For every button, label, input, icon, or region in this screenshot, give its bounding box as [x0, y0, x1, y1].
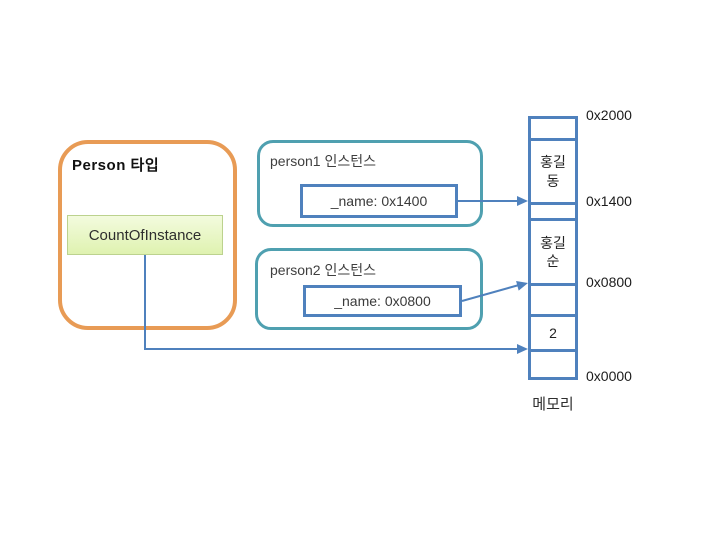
- memory-caption: 메모리: [532, 396, 574, 413]
- person1-instance-title: person1 인스턴스: [270, 153, 377, 169]
- memory-address-label: 0x0800: [586, 274, 632, 290]
- person1-name-value: _name: 0x1400: [330, 193, 428, 209]
- memory-column: 홍길 동 홍길 순 2: [528, 116, 578, 380]
- person2-name-value: _name: 0x0800: [334, 293, 431, 309]
- memory-cell: 홍길 순: [528, 218, 578, 286]
- count-of-instance-box: CountOfInstance: [67, 215, 223, 255]
- arrowhead-icon: [517, 196, 528, 206]
- memory-cell: [528, 283, 578, 317]
- person2-name-field: _name: 0x0800: [303, 285, 462, 317]
- memory-address-label: 0x2000: [586, 107, 632, 123]
- person2-instance-title: person2 인스턴스: [270, 262, 377, 278]
- arrowhead-icon: [517, 344, 528, 354]
- memory-address-label: 0x0000: [586, 368, 632, 384]
- memory-cell: [528, 349, 578, 380]
- person-type-title: Person 타입: [72, 157, 160, 174]
- memory-cell: 2: [528, 314, 578, 352]
- person1-name-field: _name: 0x1400: [300, 184, 458, 218]
- count-of-instance-label: CountOfInstance: [88, 226, 202, 244]
- memory-cell: 홍길 동: [528, 138, 578, 205]
- memory-address-label: 0x1400: [586, 193, 632, 209]
